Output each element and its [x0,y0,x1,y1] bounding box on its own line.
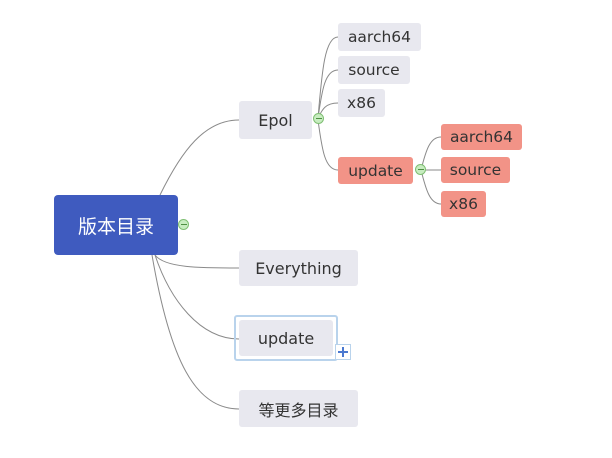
link-root-more [151,254,240,410]
node-update-aarch64[interactable]: aarch64 [441,124,522,150]
link-epol-source [317,69,339,119]
collapse-epol-update-icon[interactable] [415,164,426,175]
link-root-everything [154,254,240,269]
node-update[interactable]: update [239,320,333,356]
node-epol[interactable]: Epol [239,101,312,139]
node-epol-aarch64[interactable]: aarch64 [338,23,421,51]
link-root-epol [159,119,240,196]
node-more[interactable]: 等更多目录 [239,390,358,427]
link-root-update [154,254,240,340]
link-epol-update [317,119,339,171]
link-update-x86 [420,169,442,205]
link-epol-aarch64 [317,36,339,119]
node-epol-x86[interactable]: x86 [338,89,385,117]
node-update-source[interactable]: source [441,157,510,183]
collapse-root-icon[interactable] [178,219,189,230]
node-everything[interactable]: Everything [239,250,358,286]
root-node[interactable]: 版本目录 [54,195,178,255]
collapse-epol-icon[interactable] [313,113,324,124]
add-child-plus-icon[interactable] [335,344,351,360]
node-epol-source[interactable]: source [338,56,410,84]
node-update-x86[interactable]: x86 [441,191,486,217]
selection-frame [234,315,338,361]
node-epol-update[interactable]: update [338,157,413,184]
